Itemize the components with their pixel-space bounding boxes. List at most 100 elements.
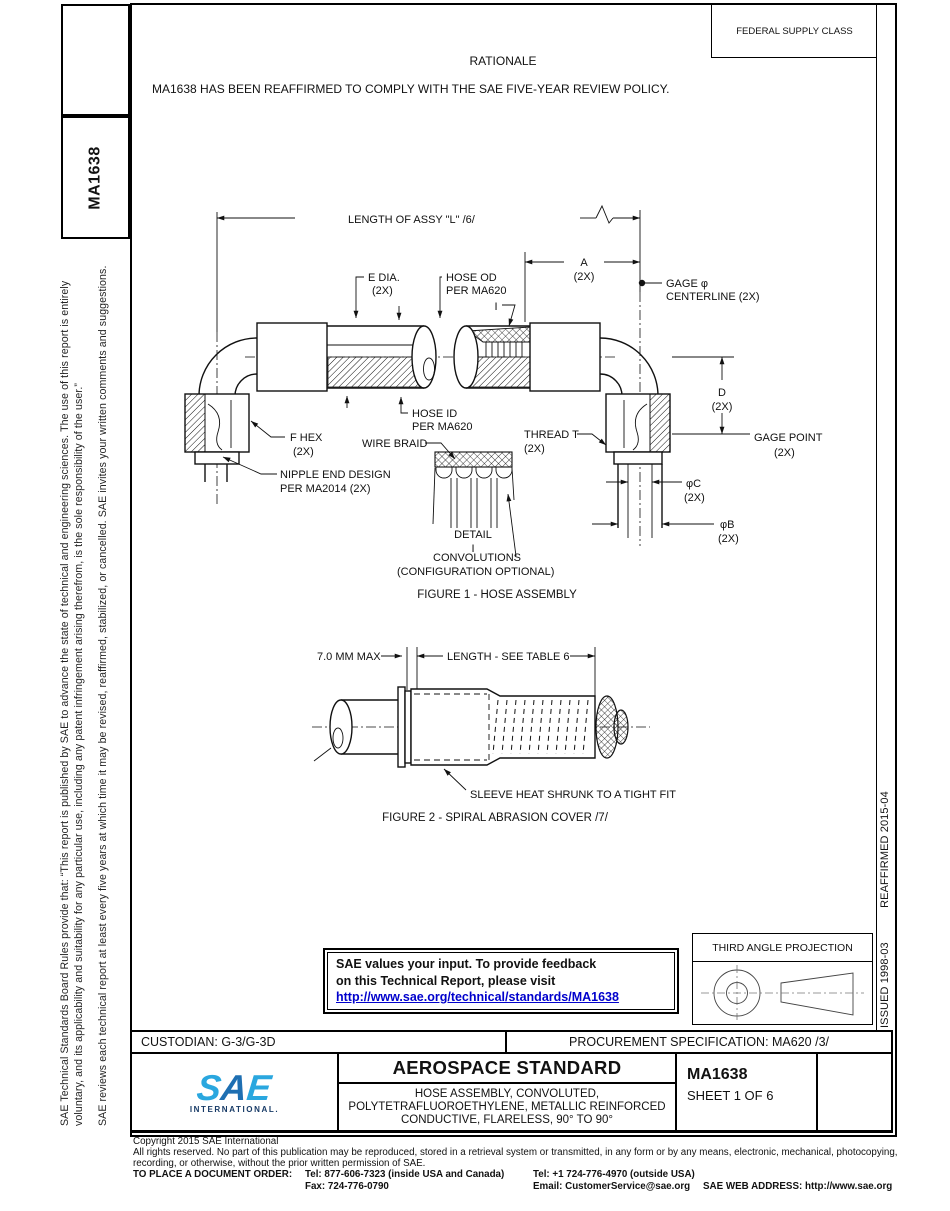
projection-title: THIRD ANGLE PROJECTION xyxy=(693,934,872,962)
f-hex-label: F HEX xyxy=(290,432,323,444)
thread-t-callout: THREAD T (2X) xyxy=(524,429,607,455)
fig2-drawing xyxy=(312,686,650,768)
dia-c-label: φC xyxy=(686,478,701,490)
rights-line2: recording, or otherwise, without the pri… xyxy=(133,1158,426,1169)
nipple-label2: PER MA2014 (2X) xyxy=(280,483,370,495)
rights-line1: All rights reserved. No part of this pub… xyxy=(133,1147,898,1158)
issued-date: ISSUED 1998-03 xyxy=(879,942,891,1028)
sae-logo: SAE xyxy=(195,1066,274,1108)
feedback-line2: on this Technical Report, please visit xyxy=(336,973,556,988)
dim-a-qty: (2X) xyxy=(574,271,595,283)
length-assy-label: LENGTH OF ASSY "L" /6/ xyxy=(348,214,476,226)
sidebar-doc-number-box: MA1638 xyxy=(61,116,130,239)
federal-supply-class-box: FEDERAL SUPPLY CLASS xyxy=(711,5,877,58)
feedback-box: SAE values your input. To provide feedba… xyxy=(323,948,679,1014)
hose-id-label2: PER MA620 xyxy=(412,421,473,433)
thread-t-label: THREAD T xyxy=(524,429,579,441)
custodian-cell: CUSTODIAN: G-3/G-3D xyxy=(130,1030,507,1054)
e-dia-qty: (2X) xyxy=(372,285,393,297)
web-address: SAE WEB ADDRESS: http://www.sae.org xyxy=(703,1181,893,1192)
board-rules-line2: voluntary, and its applicability and sui… xyxy=(73,382,85,1126)
hose-od-label1: HOSE OD xyxy=(446,272,497,284)
sidebar-top-box xyxy=(61,4,130,116)
doc-number: MA1638 xyxy=(687,1066,748,1083)
content-frame xyxy=(130,3,897,1137)
detail-i-label: I xyxy=(471,543,474,555)
logo-cell: SAE INTERNATIONAL. xyxy=(132,1054,337,1130)
f-hex-callout: F HEX (2X) xyxy=(250,420,323,458)
convolutions-label2: (CONFIGURATION OPTIONAL) xyxy=(397,566,554,578)
tel-inside: Tel: 877-606-7323 (inside USA and Canada… xyxy=(305,1169,505,1180)
e-dia-label: E DIA. xyxy=(368,272,400,284)
mm-max-label: 7.0 MM MAX xyxy=(317,651,381,663)
order-label: TO PLACE A DOCUMENT ORDER: xyxy=(133,1169,293,1180)
dim-d: D (2X) GAGE POINT (2X) xyxy=(672,356,823,459)
hose-od-callout: HOSE OD PER MA620 xyxy=(437,272,507,319)
figure1-caption: FIGURE 1 - HOSE ASSEMBLY xyxy=(417,589,577,601)
federal-supply-class-label: FEDERAL SUPPLY CLASS xyxy=(736,25,853,37)
sae-logo-subtext: INTERNATIONAL. xyxy=(189,1104,280,1114)
revision-cell xyxy=(816,1054,895,1130)
length-dimension: LENGTH OF ASSY "L" /6/ xyxy=(216,204,641,226)
feedback-link[interactable]: http://www.sae.org/technical/standards/M… xyxy=(336,990,619,1004)
nipple-label1: NIPPLE END DESIGN xyxy=(280,469,391,481)
standard-subtitle-3: CONDUCTIVE, FLARELESS, 90° TO 90° xyxy=(400,1114,613,1126)
title-cell: AEROSPACE STANDARD HOSE ASSEMBLY, CONVOL… xyxy=(337,1054,675,1130)
nipple-callout: NIPPLE END DESIGN PER MA2014 (2X) xyxy=(222,456,391,495)
hose-id-label1: HOSE ID xyxy=(412,408,457,420)
dia-b-dimension: φB (2X) xyxy=(592,519,739,545)
tel-outside: Tel: +1 724-776-4970 (outside USA) xyxy=(533,1169,695,1180)
figure2-abrasion-cover-drawing: 7.0 MM MAX LENGTH - SEE TABLE 6 xyxy=(312,647,676,824)
right-fitting xyxy=(529,322,671,538)
f-hex-qty: (2X) xyxy=(293,446,314,458)
feedback-line1: SAE values your input. To provide feedba… xyxy=(336,957,597,971)
gage-point-label1: GAGE POINT xyxy=(754,432,823,444)
copyright-line: Copyright 2015 SAE International xyxy=(133,1136,279,1147)
board-rules-line1: SAE Technical Standards Board Rules prov… xyxy=(59,280,71,1126)
sleeve-callout: SLEEVE HEAT SHRUNK TO A TIGHT FIT xyxy=(443,768,676,801)
hose-right-segment xyxy=(453,325,531,389)
thread-t-qty: (2X) xyxy=(524,443,545,455)
gage-point-label2: (2X) xyxy=(774,447,795,459)
gage-cl-label2: CENTERLINE (2X) xyxy=(666,291,760,303)
convolution-detail: DETAIL I CONVOLUTIONS (CONFIGURATION OPT… xyxy=(397,451,554,578)
detail-label: DETAIL xyxy=(454,529,492,541)
projection-box: THIRD ANGLE PROJECTION xyxy=(692,933,873,1025)
doc-number-cell: MA1638 SHEET 1 OF 6 xyxy=(675,1054,816,1130)
rationale-title: RATIONALE xyxy=(469,54,537,68)
detail-ref-callout: I xyxy=(494,301,516,327)
dia-c-qty: (2X) xyxy=(684,492,705,504)
hose-od-label2: PER MA620 xyxy=(446,285,507,297)
hose-id-callout: HOSE ID PER MA620 xyxy=(344,395,473,433)
dim-a: A (2X) xyxy=(524,252,641,322)
fax-number: Fax: 724-776-0790 xyxy=(305,1181,389,1192)
right-strip-line xyxy=(876,3,877,1030)
dia-c-dimension: φC (2X) xyxy=(606,478,705,504)
figure2-caption: FIGURE 2 - SPIRAL ABRASION COVER /7/ xyxy=(382,812,609,824)
figure1-hose-assembly-drawing: LENGTH OF ASSY "L" /6/ A (2X) GAGE φ CEN… xyxy=(184,204,823,601)
convolutions-label1: CONVOLUTIONS xyxy=(433,552,521,564)
fig2-dimensions: 7.0 MM MAX LENGTH - SEE TABLE 6 xyxy=(317,647,596,697)
dim-a-label: A xyxy=(580,257,588,269)
standard-heading: AEROSPACE STANDARD xyxy=(339,1054,675,1084)
gage-cl-label1: GAGE φ xyxy=(666,278,708,290)
reaffirmed-date: REAFFIRMED 2015-04 xyxy=(879,791,891,908)
gage-centerline-callout: GAGE φ CENTERLINE (2X) xyxy=(638,278,760,303)
e-dia-callout: E DIA. (2X) xyxy=(353,272,402,321)
email-address: Email: CustomerService@sae.org xyxy=(533,1181,691,1192)
procurement-text: PROCUREMENT SPECIFICATION: MA620 /3/ xyxy=(568,1035,829,1049)
dia-b-qty: (2X) xyxy=(718,533,739,545)
rationale-text: MA1638 HAS BEEN REAFFIRMED TO COMPLY WIT… xyxy=(152,82,670,96)
dim-d-qty: (2X) xyxy=(712,401,733,413)
hose-left-segment xyxy=(327,325,437,389)
sidebar-doc-number: MA1638 xyxy=(86,145,104,210)
dim-d-label: D xyxy=(718,387,726,399)
sheet-number: SHEET 1 OF 6 xyxy=(687,1088,774,1103)
standard-subtitle-2: POLYTETRAFLUOROETHYLENE, METALLIC REINFO… xyxy=(348,1101,666,1113)
issued-reaffirmed-text: ISSUED 1998-03 REAFFIRMED 2015-04 xyxy=(879,791,891,1028)
title-block: SAE INTERNATIONAL. AEROSPACE STANDARD HO… xyxy=(130,1052,893,1133)
review-note: SAE reviews each technical report at lea… xyxy=(97,265,109,1126)
detail-ref-label: I xyxy=(494,301,497,313)
left-fitting xyxy=(184,322,328,482)
